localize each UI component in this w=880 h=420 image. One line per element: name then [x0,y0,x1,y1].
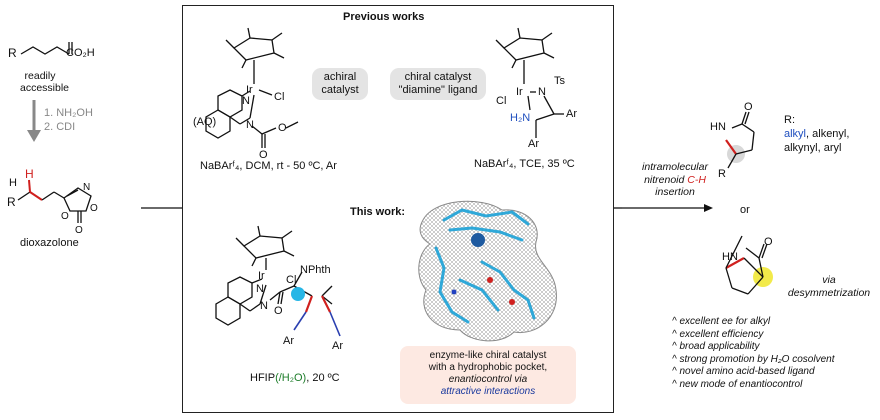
ar-label-2b: Ar [528,138,539,150]
solvent-hfip: HFIP [250,372,276,384]
aq-label: (AQ) [193,116,217,128]
n-label-2: N [538,86,546,98]
conditions-1: NaBArᶠ₄, DCM, rt - 50 ºC, Ar [200,160,337,172]
dioxazolone-o2: O [61,211,69,222]
reaction-arrow-down [27,100,41,142]
gamma-lactam-structure [725,111,755,169]
stereocenter-highlight [291,287,305,301]
dioxazolone-r: R [7,195,16,209]
advantage-item: ^ excellent efficiency [672,328,764,340]
o-label-1a: O [259,149,268,161]
enzyme-box-line-2: with a hydrophobic pocket, [428,362,548,373]
previous-works-title: Previous works [343,11,425,23]
lactam-o: O [744,101,753,113]
nphth-label: NPhth [300,264,331,276]
reaction-line-2a: nitrenoid [644,173,688,186]
conditions-2: NaBArᶠ₄, TCE, 35 ºC [474,158,575,170]
advantages-list: ^ excellent ee for alkyl ^ excellent eff… [672,316,834,392]
solvent-temp: , 20 ºC [306,372,340,384]
carboxylic-acid-structure [20,42,73,55]
enzyme-like-catalyst-box: enzyme-like chiral catalyst with a hydro… [400,346,576,404]
cl-label-3: Cl [286,274,297,286]
dioxazolone-h2: H [9,177,17,189]
via-line: via [822,274,836,286]
reaction-line-2b: C-H [687,173,706,186]
step-1: 1. NH₂OH [44,107,93,119]
desymmetrization-label: via desymmetrization [784,274,874,299]
quinoline-1 [205,89,299,148]
advantage-item: ^ broad applicability [672,341,760,353]
achiral-catalyst-pill: achiral catalyst [312,68,368,100]
o-label-3: O [274,305,283,317]
bicyclic-o: O [764,236,773,248]
ir-label-3: Ir [258,270,265,282]
reaction-conditions: intramolecular nitrenoid C-H insertion [630,161,720,199]
r-group-title: R: [784,114,795,126]
comparison-frame [182,5,614,413]
hydrophobic-pocket-graphic [418,200,557,342]
cp-star-ring-2 [495,27,564,138]
right-structures [614,111,773,295]
lactam-r: R [718,168,726,180]
reaction-arrow-right [622,204,713,212]
r-rest-1: , alkenyl, [806,128,850,140]
or-label: or [740,204,750,216]
ar-label-2a: Ar [566,108,577,120]
cp-star-ring-3 [235,225,295,270]
dioxazolone-o3: O [75,225,83,236]
n-label-1b: N [246,119,254,131]
lactam-hn: HN [710,121,726,133]
cp-star-ring-1 [225,27,285,96]
r-group-line-2: alkynyl, aryl [784,142,842,154]
left-structures [17,42,182,223]
ts-label: Ts [554,75,565,87]
ar-label-3b: Ar [332,340,343,352]
bicyclic-hn: HN [722,251,738,263]
o-label-1b: O [278,122,287,134]
enzyme-box-line-4: attractive interactions [440,386,536,397]
chiral-catalyst-pill: chiral catalyst "diamine" ligand [390,68,486,100]
dioxazolone-h: H [25,167,34,181]
reaction-line-3: insertion [655,186,695,198]
r-alkyl: alkyl [784,128,807,140]
dioxazolone-label: dioxazolone [20,237,79,249]
step-2: 2. CDI [44,121,76,133]
enzyme-box-line-3: enantiocontrol via [448,374,528,385]
ar-label-3a: Ar [283,335,294,347]
n-label-1a: N [242,95,250,107]
substrate-r: R [8,46,17,60]
advantage-item: ^ excellent ee for alkyl [672,316,771,327]
reaction-line-2: nitrenoid C-H [630,174,720,187]
reaction-line-1: intramolecular [642,161,708,173]
solvent-water: (/H₂O) [275,372,307,384]
quinoline-3 [215,271,341,337]
ir-label-1: Ir [246,84,253,96]
r-group-line-1: alkyl, alkenyl, [784,128,849,141]
h2n-label: H₂N [510,112,531,124]
dioxazolone-o1: O [90,203,98,214]
bicyclic-lactam-structure [725,235,773,295]
desymmetrization-line: desymmetrization [787,286,871,299]
advantage-item: ^ novel amino acid-based ligand [672,366,815,378]
substrate-cooh: CO₂H [66,47,95,59]
dioxazolone-structure [17,179,92,223]
advantage-item: ^ strong promotion by H₂O cosolvent [672,353,835,365]
enzyme-box-line-1: enzyme-like chiral catalyst [429,350,547,361]
cl-label-1: Cl [274,91,285,103]
cl-label-2: Cl [496,95,507,107]
substrate-label: readily accessible [20,70,70,94]
ir-label-2: Ir [516,86,523,98]
n-label-3b: N [260,300,268,312]
this-work-title: This work: [350,206,406,218]
dioxazolone-n: N [83,182,91,193]
this-work-conditions: HFIP(/H₂O), 20 ºC [250,372,340,385]
n-label-3a: N [256,283,264,295]
advantage-item: ^ new mode of enantiocontrol [672,378,803,390]
catalyst-structures [205,27,564,342]
